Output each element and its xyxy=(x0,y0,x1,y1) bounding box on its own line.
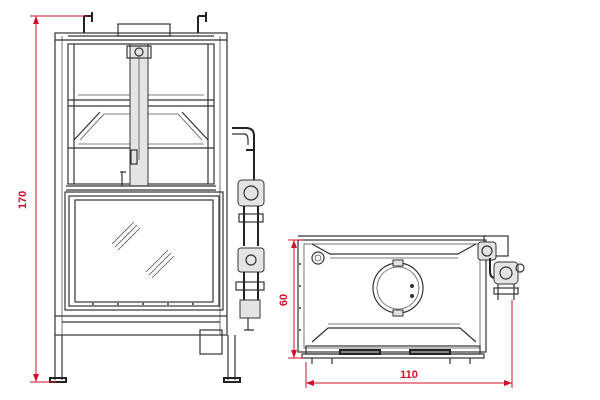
top-view xyxy=(297,235,525,364)
leg-left xyxy=(54,335,63,380)
dimension-height: 170 xyxy=(17,15,88,383)
pump-assembly xyxy=(232,127,265,331)
front-view xyxy=(49,12,265,383)
rear-panel xyxy=(311,243,477,255)
flue-collar xyxy=(117,23,171,37)
valve-body xyxy=(237,247,265,273)
lifting-handle-right xyxy=(197,12,207,33)
gauge xyxy=(311,251,325,265)
depth-label: 60 xyxy=(278,294,290,306)
glass-panel xyxy=(74,199,214,303)
leg-right xyxy=(227,335,236,380)
lifting-handle-left xyxy=(83,12,93,33)
circulation-pump xyxy=(237,179,265,207)
flue-opening xyxy=(372,262,424,314)
control-box xyxy=(199,329,223,355)
safety-valve xyxy=(239,299,261,319)
door-frame xyxy=(64,191,224,311)
dimension-depth: 60 xyxy=(278,239,304,359)
height-label: 170 xyxy=(17,191,29,209)
dimension-width: 110 xyxy=(305,300,513,388)
outer-frame xyxy=(54,32,228,336)
top-body xyxy=(297,239,487,353)
width-label: 110 xyxy=(400,369,418,381)
top-pump-group xyxy=(477,235,525,300)
